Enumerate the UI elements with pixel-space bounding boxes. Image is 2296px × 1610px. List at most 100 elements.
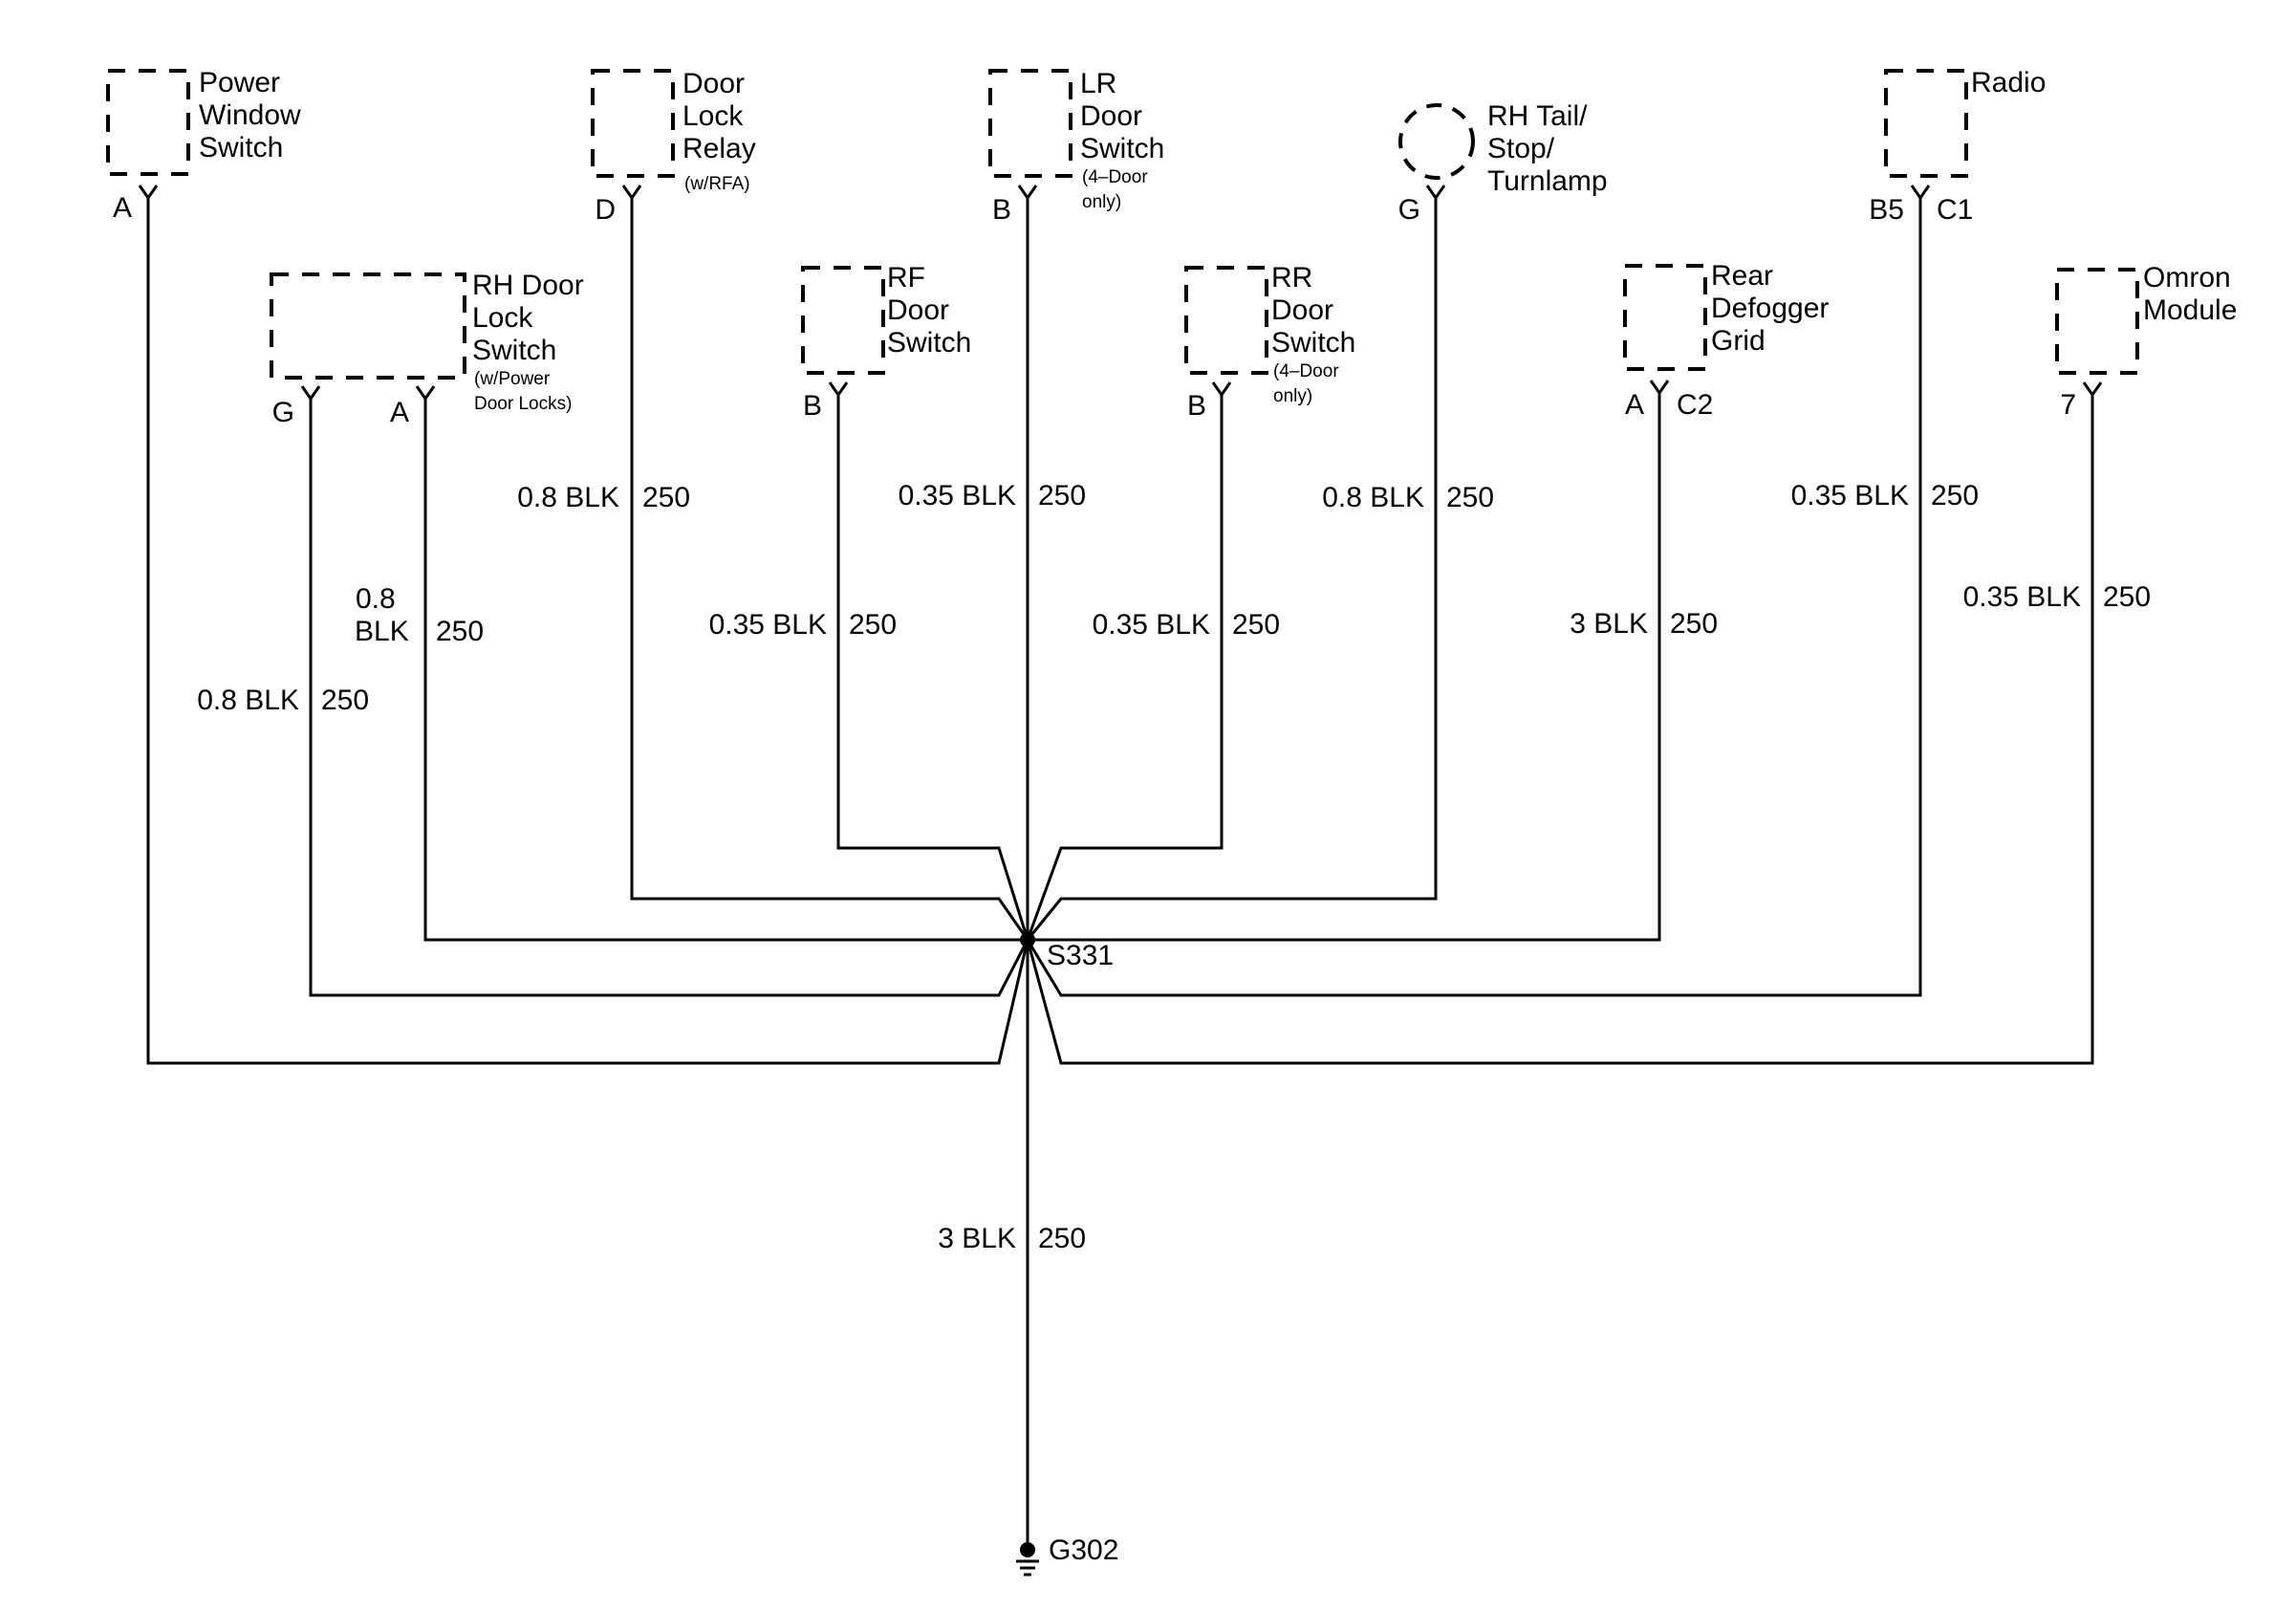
wire-size-color-label: 0.35 BLK bbox=[899, 480, 1016, 511]
terminal-symbol bbox=[1649, 380, 1670, 400]
wire-rh-door-lock-switch-g bbox=[309, 405, 1029, 997]
terminal-symbol bbox=[1211, 381, 1232, 402]
component-name-line: Door bbox=[682, 68, 745, 99]
rear-defogger-grid-box bbox=[1623, 264, 1707, 371]
pin-label: B5 bbox=[1869, 194, 1904, 226]
component-name-line: LR bbox=[1080, 68, 1116, 99]
component-name-line: Stop/ bbox=[1487, 133, 1555, 164]
component-option-note: (w/RFA) bbox=[684, 174, 750, 194]
rh-tail-stop-turnlamp-label: RH Tail/ Stop/ Turnlamp bbox=[1487, 100, 1608, 197]
wire-radio bbox=[1026, 205, 1922, 997]
wire-size-color-label: 0.35 BLK bbox=[1093, 609, 1210, 641]
pin-label: G bbox=[1398, 194, 1420, 226]
rh-tail-stop-turnlamp-bulb bbox=[1398, 103, 1475, 180]
wire-circuit-label: 250 bbox=[2103, 581, 2151, 613]
rear-defogger-grid-label: Rear Defogger Grid bbox=[1711, 260, 1829, 357]
wire-circuit-label: 250 bbox=[436, 616, 484, 647]
terminal-symbol bbox=[138, 185, 159, 205]
lr-door-switch-label: LR Door Switch (4–Door only) bbox=[1080, 68, 1164, 212]
wire-size-color-label: 0.8 bbox=[356, 583, 396, 615]
terminal-symbol bbox=[2082, 381, 2103, 402]
pin-label: B bbox=[992, 194, 1011, 226]
terminal-symbol bbox=[1425, 185, 1446, 205]
component-name-line: RH Door bbox=[472, 270, 584, 301]
wire-rf-door-switch bbox=[836, 402, 1029, 941]
splice-label: S331 bbox=[1047, 940, 1114, 971]
wire-circuit-label: 250 bbox=[849, 609, 897, 641]
component-name-line: RR bbox=[1271, 262, 1312, 294]
omron-module-label: Omron Module bbox=[2143, 262, 2237, 326]
rf-door-switch-label: RF Door Switch bbox=[887, 262, 971, 359]
component-option-note: only) bbox=[1082, 192, 1121, 212]
component-name-line: Grid bbox=[1711, 325, 1765, 357]
pin-label: A bbox=[113, 192, 132, 224]
pin-label: 7 bbox=[2060, 389, 2076, 421]
rh-door-lock-switch-box bbox=[270, 272, 466, 380]
wire-size-color-label: 0.8 BLK bbox=[517, 482, 619, 513]
pin-label: D bbox=[595, 194, 616, 226]
component-name-line: Switch bbox=[1271, 327, 1355, 359]
wire-circuit-label: 250 bbox=[1038, 480, 1086, 511]
component-name-line: Lock bbox=[682, 100, 744, 132]
wire-size-color-label: 0.35 BLK bbox=[709, 609, 827, 641]
wire-size-color-label: 3 BLK bbox=[938, 1223, 1016, 1254]
wire-size-color-label: 3 BLK bbox=[1570, 608, 1648, 640]
door-lock-relay-label: Door Lock Relay (w/RFA) bbox=[682, 68, 756, 194]
component-name-line: Power bbox=[199, 67, 280, 98]
rr-door-switch-box bbox=[1184, 266, 1268, 375]
wire-size-color-label: 0.8 BLK bbox=[197, 685, 299, 716]
component-name-line: Door bbox=[1080, 100, 1142, 132]
component-name-line: Door bbox=[1271, 294, 1333, 326]
wire-circuit-label: 250 bbox=[1232, 609, 1280, 641]
wire-paths bbox=[146, 205, 2094, 1549]
wire-rr-door-switch bbox=[1026, 402, 1224, 941]
ground-label: G302 bbox=[1049, 1534, 1118, 1566]
terminal-symbols bbox=[138, 185, 2103, 405]
pin-label: A bbox=[390, 397, 409, 428]
rh-door-lock-switch-label: RH Door Lock Switch (w/Power Door Locks) bbox=[472, 270, 584, 414]
component-name-line: RF bbox=[887, 262, 925, 294]
radio-label: Radio bbox=[1971, 67, 2046, 98]
component-name-line: Omron bbox=[2143, 262, 2231, 294]
wire-circuit-label: 250 bbox=[642, 482, 690, 513]
component-name-line: Switch bbox=[887, 327, 971, 359]
terminal-symbol bbox=[1910, 185, 1931, 205]
power-window-switch-label: Power Window Switch bbox=[199, 67, 301, 163]
pin-label: A bbox=[1625, 389, 1644, 421]
ground-icon bbox=[1016, 1542, 1039, 1577]
component-name-line: Turnlamp bbox=[1487, 165, 1608, 197]
wire-door-lock-relay bbox=[630, 205, 1029, 941]
pin-label: G bbox=[272, 397, 294, 428]
splice-dot bbox=[1020, 932, 1035, 947]
wire-omron-module bbox=[1026, 402, 2094, 1065]
connector-label: C1 bbox=[1937, 194, 1973, 226]
wire-rh-door-lock-switch-a bbox=[423, 405, 1028, 942]
component-option-note: only) bbox=[1273, 386, 1312, 406]
component-name-line: Defogger bbox=[1711, 293, 1829, 324]
component-name-line: RH Tail/ bbox=[1487, 100, 1588, 132]
component-name-line: Lock bbox=[472, 302, 533, 334]
component-option-note: Door Locks) bbox=[474, 394, 572, 414]
wire-size-color-label: 0.35 BLK bbox=[1963, 581, 2081, 613]
wire-circuit-label: 250 bbox=[1446, 482, 1494, 513]
component-name-line: Door bbox=[887, 294, 949, 326]
wire-circuit-label: 250 bbox=[1038, 1223, 1086, 1254]
component-option-note: (w/Power bbox=[474, 369, 551, 389]
component-option-note: (4–Door bbox=[1082, 167, 1148, 187]
pin-label: B bbox=[1187, 390, 1206, 422]
wire-power-window-switch bbox=[146, 205, 1029, 1065]
terminal-symbol bbox=[828, 381, 849, 402]
wire-size-color-label: 0.35 BLK bbox=[1791, 480, 1909, 511]
connector-label: C2 bbox=[1677, 389, 1713, 421]
terminal-symbol bbox=[621, 185, 642, 205]
wire-circuit-label: 250 bbox=[321, 685, 369, 716]
wire-circuit-label: 250 bbox=[1670, 608, 1718, 640]
rf-door-switch-box bbox=[801, 266, 885, 375]
wire-rear-defogger-grid bbox=[1028, 400, 1661, 942]
terminal-symbol bbox=[415, 385, 436, 405]
pin-label: B bbox=[803, 390, 822, 422]
lr-door-switch-box bbox=[988, 69, 1072, 178]
component-name-line: Switch bbox=[199, 132, 283, 163]
wire-size-color-label: 0.8 BLK bbox=[1322, 482, 1424, 513]
